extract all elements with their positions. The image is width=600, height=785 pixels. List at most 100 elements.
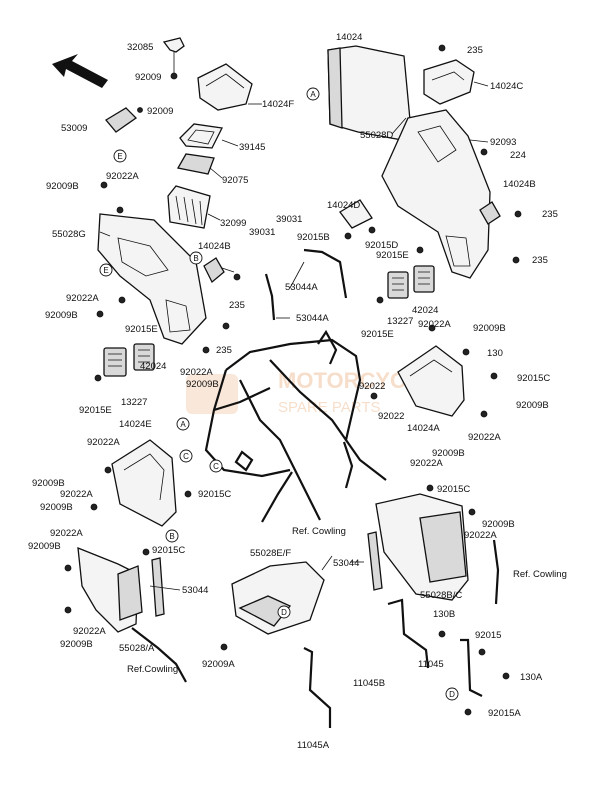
label-224: 224	[510, 150, 526, 161]
label-42024-left: 42024	[140, 361, 166, 372]
label-92015E-right-2: 92015E	[361, 329, 394, 340]
label-32099: 32099	[220, 218, 246, 229]
stay-ref-cowling-left	[131, 627, 187, 683]
label-92009B-7: 92009B	[60, 639, 93, 650]
bracket-11045	[460, 638, 483, 697]
label-39031-b: 39031	[249, 227, 275, 238]
label-39031-a: 39031	[276, 214, 302, 225]
label-42024-right: 42024	[412, 305, 438, 316]
label-13227-left: 13227	[121, 397, 147, 408]
label-92009B-right-3: 92009B	[432, 448, 465, 459]
label-13227-right: 13227	[387, 316, 413, 327]
label-92022-b: 92022	[378, 411, 404, 422]
label-53044-right: 53044	[333, 558, 359, 569]
lower-cover-55028BC	[375, 493, 469, 601]
label-14024C: 14024C	[490, 81, 523, 92]
label-92022A-right-3: 92022A	[410, 458, 443, 469]
label-92022A-1: 92022A	[106, 171, 139, 182]
label-92009: 92009	[135, 72, 161, 83]
label-55028D: 55028D	[360, 130, 393, 141]
callout-A-2: A	[176, 417, 190, 431]
strip-53044-right	[367, 531, 383, 591]
label-92022A-5: 92022A	[60, 489, 93, 500]
callout-A-top: A	[306, 87, 320, 101]
label-92022A-right-2: 92022A	[468, 432, 501, 443]
label-55028G: 55028G	[52, 229, 86, 240]
lower-cover-55028A	[77, 546, 143, 633]
label-235-left-2: 235	[216, 345, 232, 356]
label-92009B-right-4: 92009B	[482, 519, 515, 530]
label-92015B: 92015B	[297, 232, 330, 243]
svg-text:D: D	[449, 690, 455, 699]
label-92015C-right-2: 92015C	[437, 484, 470, 495]
label-14024A: 14024A	[407, 423, 440, 434]
label-235-right-1: 235	[467, 45, 483, 56]
label-14024B-right: 14024B	[503, 179, 536, 190]
label-14024E: 14024E	[119, 419, 152, 430]
label-53009: 53009	[61, 123, 87, 134]
label-55028EF: 55028E/F	[250, 548, 291, 559]
label-55028A: 55028/A	[119, 643, 155, 654]
leader-lines	[99, 81, 489, 591]
label-92009-b: 92009	[147, 106, 173, 117]
bracket-11045B	[387, 598, 430, 669]
watermark-line2: SPARE PARTS	[278, 399, 381, 416]
cover-14024C	[423, 59, 475, 105]
label-92009B-right-2: 92009B	[516, 400, 549, 411]
label-235-right-2: 235	[542, 209, 558, 220]
label-92009B-4: 92009B	[32, 478, 65, 489]
clip-53009	[105, 107, 143, 133]
label-55028BC: 55028B/C	[420, 590, 462, 601]
callout-E-1: E	[113, 149, 127, 163]
svg-text:B: B	[193, 254, 198, 263]
bracket-14024D	[339, 199, 373, 229]
stay-ref-cowling-right	[492, 539, 500, 605]
label-92022A-right-1: 92022A	[418, 319, 451, 330]
svg-text:E: E	[103, 266, 108, 275]
watermark: MOTORCYCLE SPARE PARTS	[186, 368, 434, 416]
label-53044A-1: 53044A	[285, 282, 318, 293]
label-235-left-1: 235	[229, 300, 245, 311]
label-92022A-right-4: 92022A	[464, 530, 497, 541]
label-ref-cowling-center: Ref. Cowling	[292, 526, 346, 537]
frame-39145	[179, 123, 223, 149]
label-130A: 130A	[520, 672, 543, 683]
callout-D-2: D	[445, 687, 459, 701]
label-92015C-left: 92015C	[198, 489, 231, 500]
svg-text:B: B	[169, 532, 174, 541]
label-92022A-6: 92022A	[50, 528, 83, 539]
svg-text:C: C	[213, 462, 219, 471]
label-92093: 92093	[490, 137, 516, 148]
bracket-32085	[162, 37, 185, 80]
label-92009B-6: 92009B	[28, 541, 61, 552]
callout-C-1: C	[179, 449, 193, 463]
label-53044-left: 53044	[182, 585, 208, 596]
label-130B: 130B	[433, 609, 455, 620]
label-14024B-left: 14024B	[198, 241, 231, 252]
callout-C-2: C	[209, 459, 223, 473]
callout-B-2: B	[165, 529, 179, 543]
rod-53044A	[264, 248, 348, 321]
side-cover-14024A	[397, 345, 465, 417]
callout-B-1: B	[189, 251, 203, 265]
lower-cover-55028EF	[231, 561, 325, 635]
label-14024D: 14024D	[327, 200, 360, 211]
part-labels: 32085 92009 14024F 92009 53009 39145 920…	[28, 32, 567, 751]
svg-text:E: E	[117, 152, 122, 161]
svg-text:C: C	[183, 452, 189, 461]
label-53044A-2: 53044A	[296, 313, 329, 324]
label-92022A-4: 92022A	[87, 437, 120, 448]
label-92022-a: 92022	[359, 381, 385, 392]
label-92009B-1: 92009B	[46, 181, 79, 192]
label-14024F: 14024F	[262, 99, 294, 110]
label-92009B-5: 92009B	[40, 502, 73, 513]
grille-32099	[167, 185, 211, 229]
label-92009B-right-1: 92009B	[473, 323, 506, 334]
bracket-14024B-left	[203, 257, 225, 284]
label-92015D: 92015D	[365, 240, 398, 251]
label-ref-cowling-right: Ref. Cowling	[513, 569, 567, 580]
speaker-42024-right	[387, 265, 435, 299]
svg-text:A: A	[180, 420, 186, 429]
front-direction-arrow	[52, 54, 108, 88]
label-ref-cowling-left: Ref.Cowling	[127, 664, 178, 675]
